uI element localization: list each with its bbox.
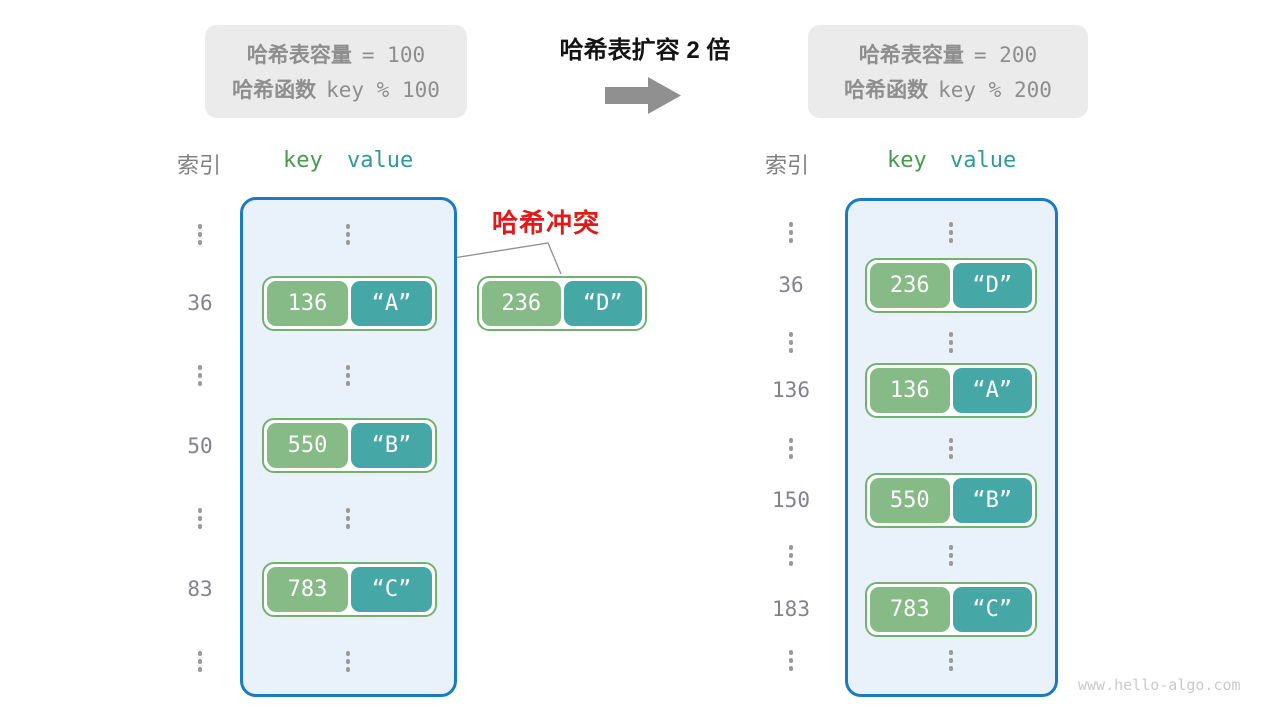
vertical-ellipsis-icon [788, 438, 794, 459]
vertical-ellipsis-icon [197, 651, 203, 672]
after-capacity-value: = 200 [973, 43, 1038, 67]
key-cell: 136 [870, 368, 950, 413]
value-cell: “B” [952, 478, 1032, 523]
collision-label: 哈希冲突 [492, 208, 601, 238]
vertical-ellipsis-icon [788, 650, 794, 671]
key-cell: 783 [870, 587, 950, 632]
after-index-label: 150 [772, 488, 810, 512]
before-index-label: 50 [187, 434, 213, 458]
kv-pair: 236 “D” [865, 258, 1037, 313]
vertical-ellipsis-icon [345, 224, 351, 245]
key-cell: 236 [870, 263, 950, 308]
after-index-label: 183 [772, 597, 810, 621]
after-header-key: key [887, 148, 927, 173]
before-hashfn-label: 哈希函数 [232, 79, 317, 102]
before-capacity-label: 哈希表容量 [246, 44, 352, 67]
vertical-ellipsis-icon [788, 545, 794, 566]
vertical-ellipsis-icon [948, 650, 954, 671]
vertical-ellipsis-icon [345, 508, 351, 529]
vertical-ellipsis-icon [197, 508, 203, 529]
before-info-box: 哈希表容量 = 100 哈希函数 key % 100 [205, 25, 467, 118]
value-cell: “A” [351, 281, 432, 326]
vertical-ellipsis-icon [788, 332, 794, 353]
vertical-ellipsis-icon [948, 332, 954, 353]
key-cell: 136 [267, 281, 348, 326]
before-header-value: value [347, 148, 414, 173]
kv-pair: 783 “C” [865, 582, 1037, 637]
vertical-ellipsis-icon [948, 438, 954, 459]
before-hashfn-line: 哈希函数 key % 100 [232, 74, 440, 104]
watermark: www.hello-algo.com [1078, 676, 1241, 694]
before-capacity-value: = 100 [361, 43, 426, 67]
after-capacity-label: 哈希表容量 [858, 44, 964, 67]
after-hashfn-line: 哈希函数 key % 200 [844, 74, 1052, 104]
kv-pair: 550 “B” [865, 473, 1037, 528]
before-header-index: 索引 [177, 153, 222, 178]
kv-pair: 136 “A” [865, 363, 1037, 418]
vertical-ellipsis-icon [788, 222, 794, 243]
vertical-ellipsis-icon [345, 365, 351, 386]
key-cell: 783 [267, 567, 348, 612]
vertical-ellipsis-icon [948, 222, 954, 243]
after-hashfn-label: 哈希函数 [844, 79, 929, 102]
key-cell: 236 [482, 281, 561, 326]
vertical-ellipsis-icon [345, 651, 351, 672]
kv-pair: 783 “C” [262, 562, 437, 617]
before-index-label: 36 [187, 291, 213, 315]
value-cell: “B” [351, 423, 432, 468]
kv-pair: 550 “B” [262, 418, 437, 473]
vertical-ellipsis-icon [948, 545, 954, 566]
after-hashfn-value: key % 200 [938, 78, 1052, 102]
vertical-ellipsis-icon [197, 365, 203, 386]
after-index-label: 36 [778, 273, 804, 297]
before-index-label: 83 [187, 577, 213, 601]
vertical-ellipsis-icon [197, 224, 203, 245]
value-cell: “A” [952, 368, 1032, 413]
key-cell: 550 [267, 423, 348, 468]
after-header-index: 索引 [765, 153, 810, 178]
before-header-key: key [283, 148, 323, 173]
value-cell: “D” [563, 281, 642, 326]
expand-arrow-icon [605, 77, 681, 114]
value-cell: “C” [952, 587, 1032, 632]
after-capacity-line: 哈希表容量 = 200 [859, 39, 1037, 69]
before-capacity-line: 哈希表容量 = 100 [247, 39, 425, 69]
expand-title: 哈希表扩容 2 倍 [559, 37, 731, 64]
value-cell: “D” [952, 263, 1032, 308]
before-hashfn-value: key % 100 [326, 78, 440, 102]
after-info-box: 哈希表容量 = 200 哈希函数 key % 200 [808, 25, 1088, 118]
value-cell: “C” [351, 567, 432, 612]
key-cell: 550 [870, 478, 950, 523]
after-header-value: value [950, 148, 1017, 173]
after-index-label: 136 [772, 378, 810, 402]
kv-pair: 136 “A” [262, 276, 437, 331]
collision-kv-pair: 236 “D” [477, 276, 647, 331]
